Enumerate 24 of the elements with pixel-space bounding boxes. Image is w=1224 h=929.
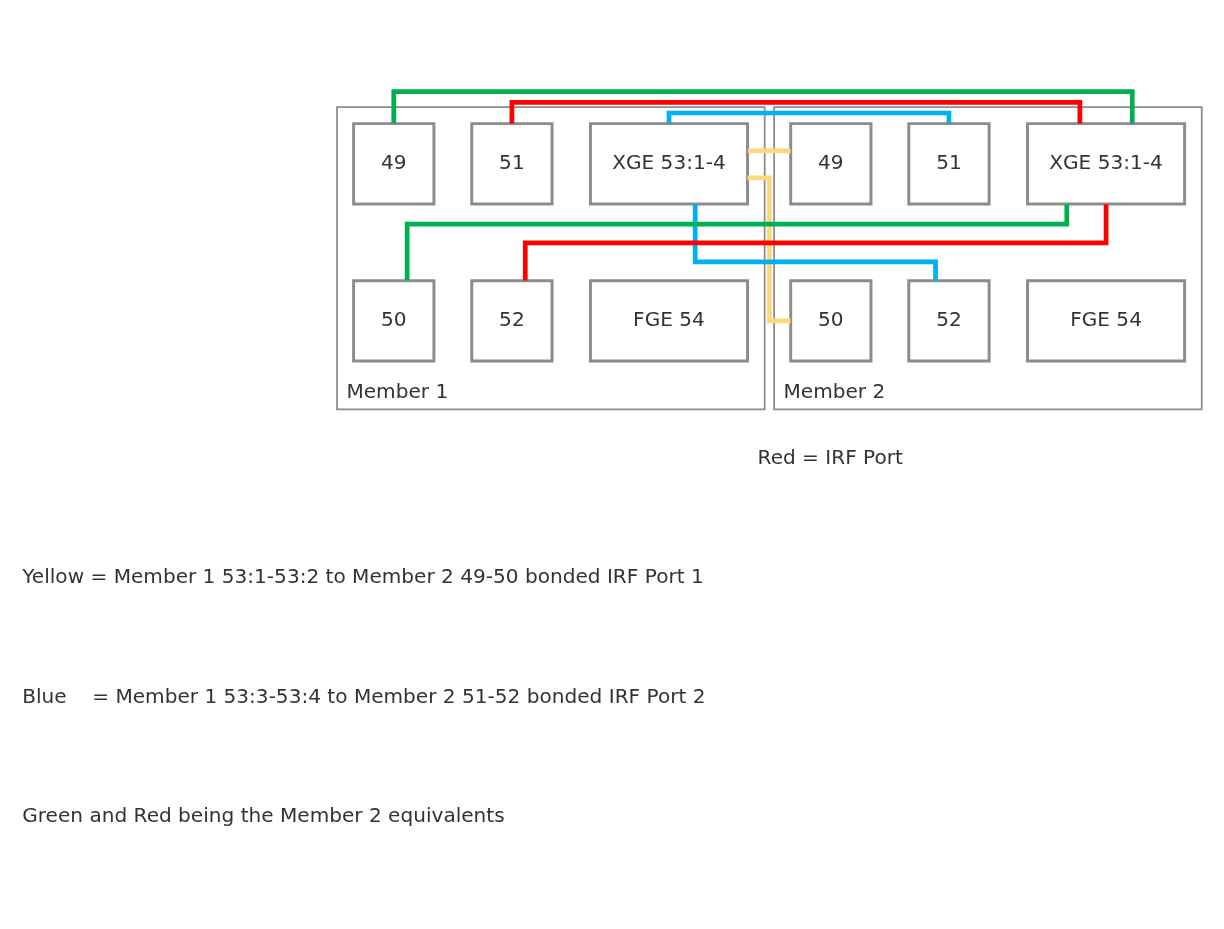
- node-box: 52: [470, 278, 554, 363]
- node-box: 50: [789, 278, 873, 363]
- connector: [747, 175, 791, 323]
- node-box: 51: [470, 121, 554, 205]
- connector: [522, 203, 1109, 281]
- connector: [748, 147, 791, 153]
- node-box: 49: [352, 121, 436, 205]
- label: Green and Red being the Member 2 equivalents: [22, 802, 505, 827]
- node-box: 51: [907, 121, 991, 205]
- connector: [692, 203, 938, 280]
- node-box: FGE 54: [1026, 278, 1187, 363]
- connector: [404, 203, 1070, 280]
- node-box: 50: [352, 278, 436, 363]
- connector: [391, 88, 1135, 124]
- node-box: 49: [789, 121, 873, 205]
- node-box: 52: [907, 278, 991, 363]
- node-box: XGE 53:1-4: [1026, 121, 1187, 205]
- label: Red = IRF Port: [757, 444, 903, 469]
- label: Blue = Member 1 53:3-53:4 to Member 2 51-52 bonded IRF Port 2: [22, 683, 706, 708]
- node-box: FGE 54: [588, 278, 750, 363]
- connector: [666, 110, 952, 123]
- node-box: XGE 53:1-4: [588, 121, 750, 205]
- label: Yellow = Member 1 53:1-53:2 to Member 2 49-50 bonded IRF Port 1: [22, 563, 704, 588]
- connector: [509, 99, 1083, 123]
